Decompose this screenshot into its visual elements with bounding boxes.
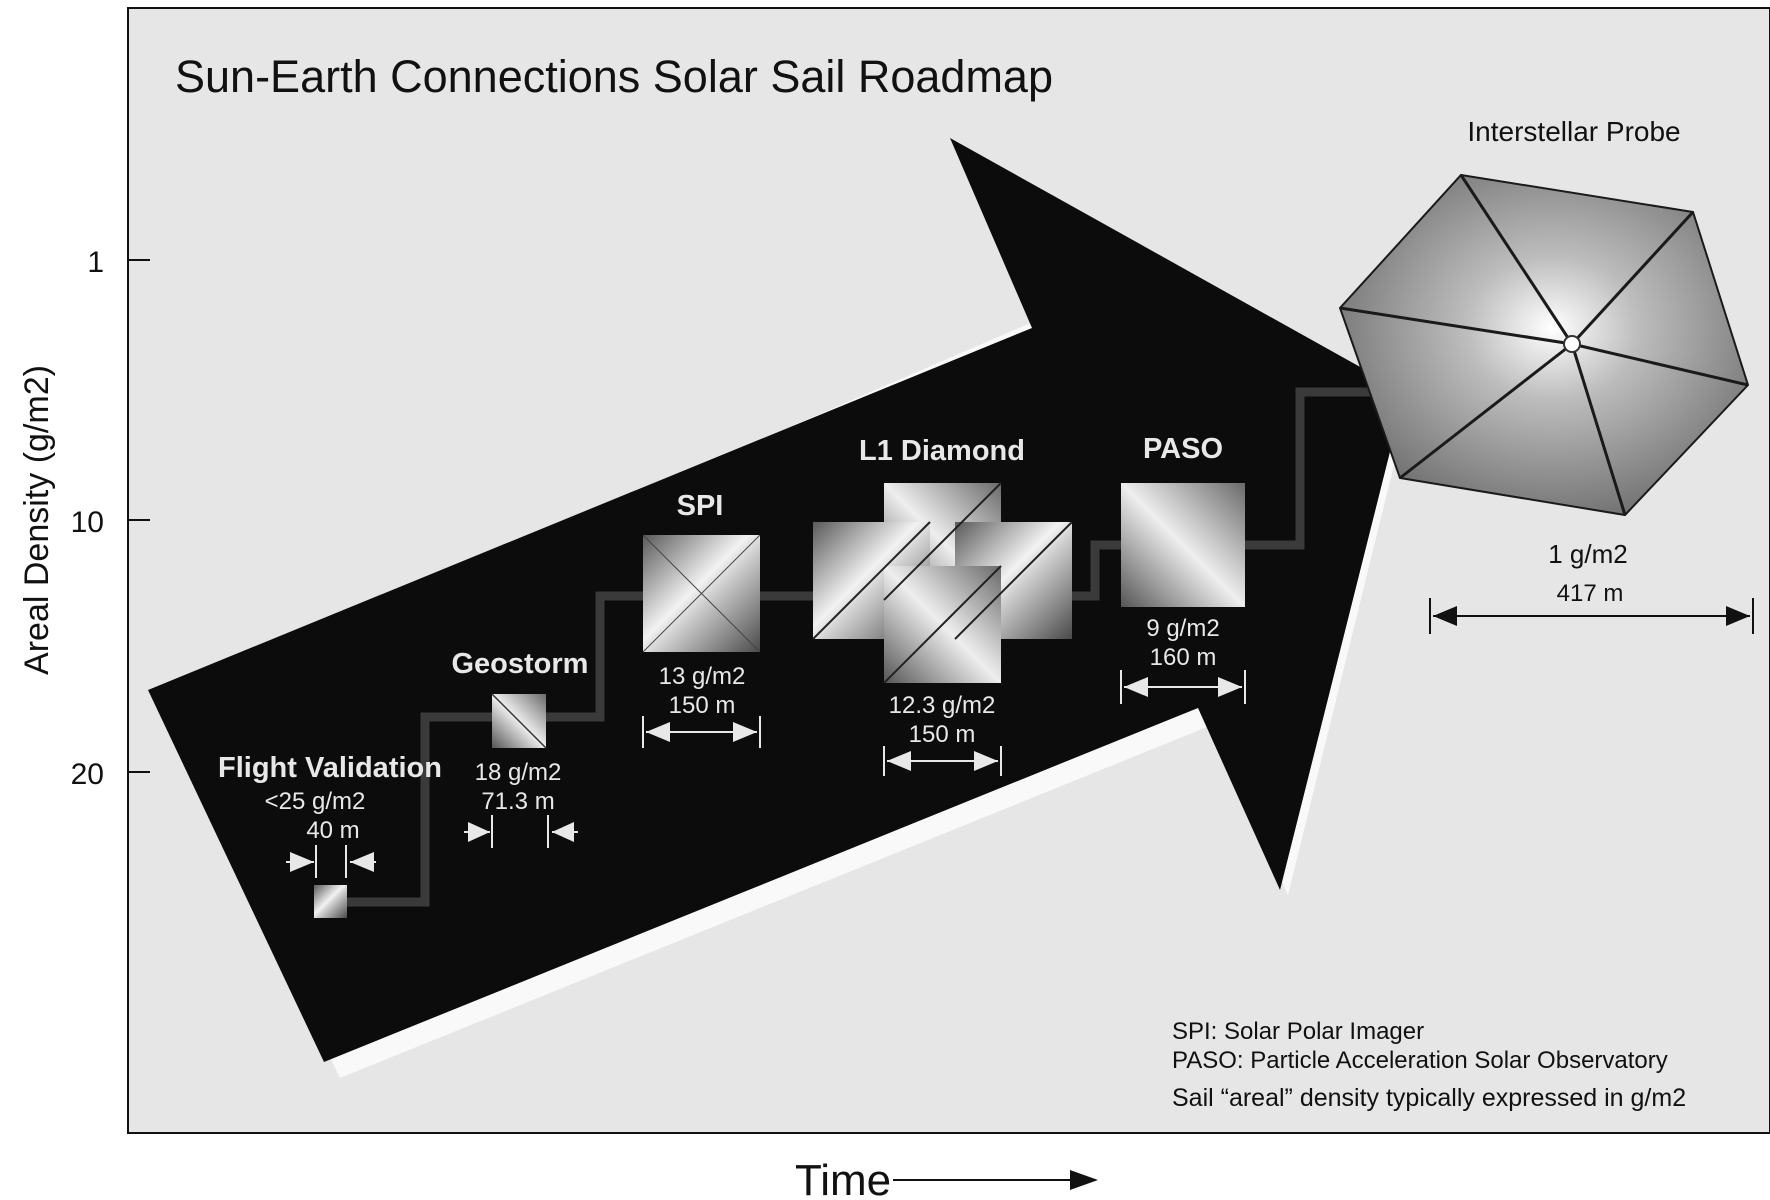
mission-name: SPI — [677, 490, 724, 522]
mission-size: 71.3 m — [481, 788, 554, 815]
mission-density: 13 g/m2 — [659, 663, 746, 690]
size-marker — [286, 845, 376, 878]
mission-size: 150 m — [909, 721, 976, 748]
size-marker — [1429, 598, 1754, 634]
sail-spars — [1339, 174, 1749, 516]
legend-spi: SPI: Solar Polar Imager — [1172, 1018, 1424, 1045]
mission-density: 18 g/m2 — [475, 759, 562, 786]
mission-density: 9 g/m2 — [1146, 615, 1219, 642]
legend-notes: SPI: Solar Polar Imager PASO: Particle A… — [1172, 1018, 1686, 1112]
diagram-title: Sun-Earth Connections Solar Sail Roadmap — [175, 51, 1053, 102]
y-axis: 1 10 20 Areal Density (g/m2) — [18, 246, 150, 791]
y-tick-1: 1 — [87, 246, 104, 279]
sail-icon — [1121, 483, 1245, 607]
x-axis-label: Time — [795, 1156, 891, 1200]
mission-density: 1 g/m2 — [1548, 539, 1628, 569]
mission-l1-diamond: L1 Diamond 12.3 g/m2 150 m — [812, 435, 1073, 776]
mission-name: Interstellar Probe — [1467, 116, 1680, 147]
mission-geostorm: Geostorm 18 g/m2 71.3 m — [452, 648, 589, 848]
mission-name: L1 Diamond — [859, 435, 1025, 467]
sail-icon — [314, 885, 347, 918]
mission-paso: PASO 9 g/m2 160 m — [1120, 433, 1246, 704]
mission-interstellar-probe: Interstellar Probe 1 g/m2 417 m — [1338, 116, 1754, 634]
mission-size: 40 m — [306, 817, 359, 844]
mission-name: PASO — [1143, 433, 1223, 465]
legend-density-note: Sail “areal” density typically expressed… — [1172, 1084, 1686, 1112]
mission-size: 417 m — [1557, 580, 1624, 607]
mission-size: 150 m — [669, 692, 736, 719]
size-marker — [464, 815, 578, 848]
mission-flight-validation: Flight Validation <25 g/m2 40 m — [218, 752, 442, 918]
size-marker — [1120, 670, 1246, 704]
sail-hub — [1563, 335, 1581, 353]
size-marker — [883, 746, 1002, 776]
mission-name: Geostorm — [452, 648, 589, 680]
size-marker — [642, 716, 761, 748]
x-axis: Time — [795, 1156, 1098, 1200]
y-tick-20: 20 — [71, 758, 104, 791]
mission-name: Flight Validation — [218, 752, 442, 784]
mission-density: <25 g/m2 — [265, 788, 366, 815]
legend-paso: PASO: Particle Acceleration Solar Observ… — [1172, 1047, 1668, 1074]
mission-size: 160 m — [1150, 644, 1217, 671]
y-tick-10: 10 — [71, 506, 104, 539]
y-axis-label: Areal Density (g/m2) — [18, 365, 56, 675]
mission-spi: SPI 13 g/m2 150 m — [642, 490, 761, 748]
mission-density: 12.3 g/m2 — [889, 692, 996, 719]
